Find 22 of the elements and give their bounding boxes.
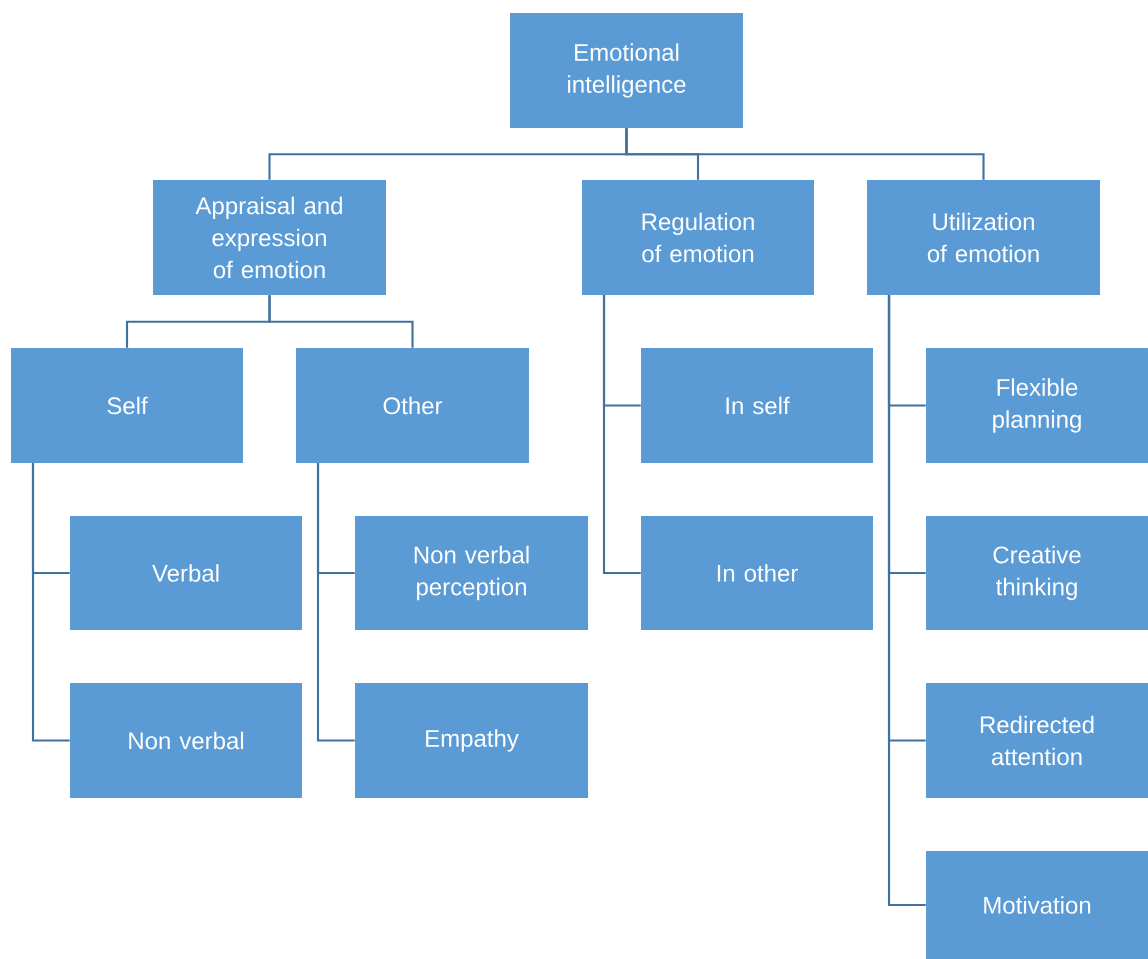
box: Other (296, 348, 529, 463)
box: Flexible planning (926, 348, 1148, 463)
box: Regulation of emotion (582, 180, 814, 295)
connector-line (625, 128, 985, 180)
box: In other (641, 516, 873, 630)
box: Utilization of emotion (867, 180, 1100, 295)
connector-line (602, 295, 641, 575)
box: Empathy (355, 683, 588, 798)
connector-line (887, 295, 926, 907)
box: Redirected attention (926, 683, 1148, 798)
box: Motivation (926, 851, 1148, 959)
box: Verbal (70, 516, 302, 630)
box: Non verbal perception (355, 516, 588, 630)
box: In self (641, 348, 873, 463)
connector-line (268, 295, 414, 348)
box: Appraisal and expression of emotion (153, 180, 386, 295)
box: Emotional intelligence (510, 13, 743, 128)
connector-line (316, 463, 355, 742)
box: Creative thinking (926, 516, 1148, 630)
box: Self (11, 348, 243, 463)
box: Non verbal (70, 683, 302, 798)
connector-line (31, 463, 70, 742)
